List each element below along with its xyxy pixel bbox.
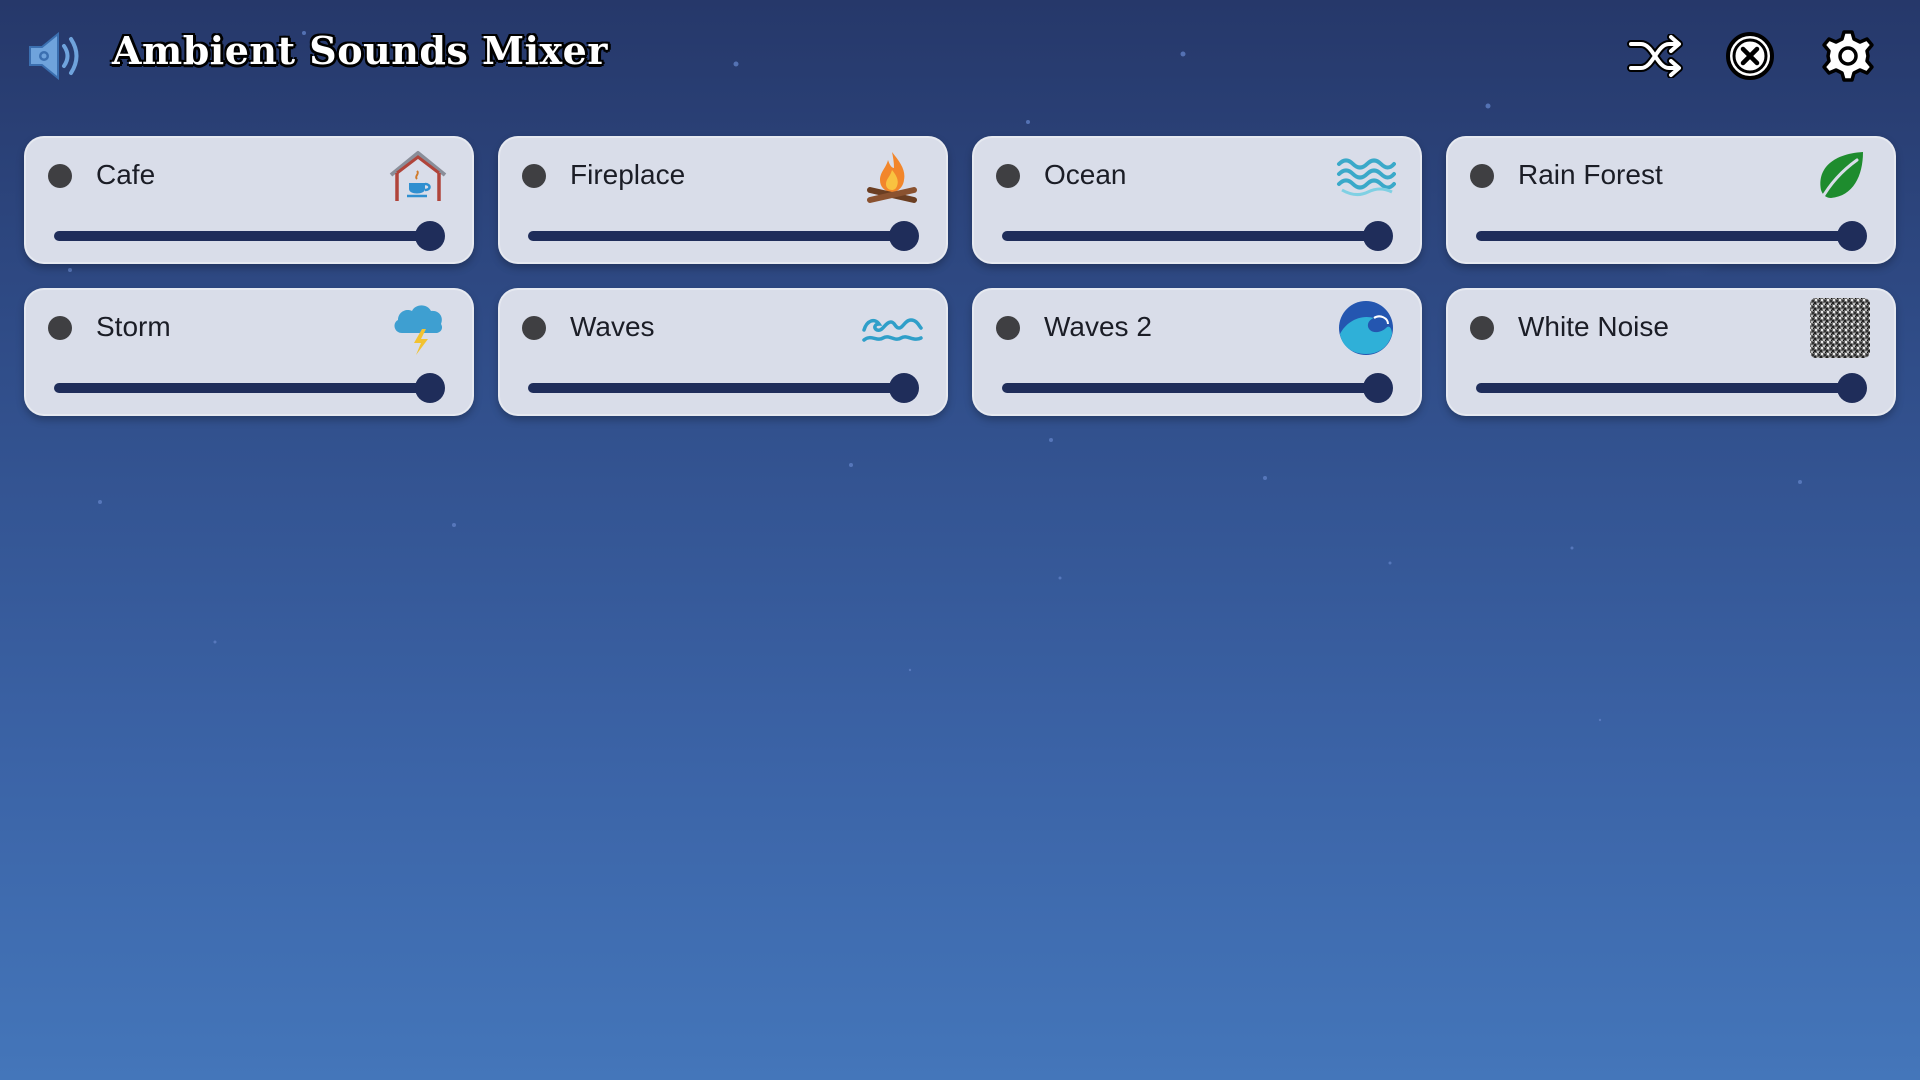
- sound-label: Cafe: [96, 159, 156, 190]
- slider-thumb[interactable]: [415, 373, 445, 403]
- sound-card-white-noise[interactable]: White Noise: [1446, 288, 1896, 416]
- volume-slider[interactable]: [1002, 373, 1393, 403]
- slider-thumb[interactable]: [1363, 221, 1393, 251]
- shuffle-button[interactable]: [1626, 28, 1686, 84]
- active-indicator[interactable]: [48, 164, 72, 188]
- sound-card-waves-2[interactable]: Waves 2: [972, 288, 1422, 416]
- slider-track: [528, 383, 904, 393]
- volume-slider[interactable]: [1476, 373, 1867, 403]
- settings-button[interactable]: [1818, 28, 1878, 84]
- slider-track: [1476, 231, 1852, 241]
- volume-slider[interactable]: [54, 221, 445, 251]
- volume-slider[interactable]: [1476, 221, 1867, 251]
- sound-card-ocean[interactable]: Ocean: [972, 136, 1422, 264]
- sound-label: Waves 2: [1044, 311, 1152, 342]
- slider-track: [1002, 383, 1378, 393]
- cafe-house-icon: [386, 146, 450, 206]
- sound-label: Fireplace: [570, 159, 686, 190]
- slider-track: [1002, 231, 1378, 241]
- active-indicator[interactable]: [996, 316, 1020, 340]
- app-header: Ambient Sounds Mixer: [0, 0, 1920, 112]
- volume-slider[interactable]: [528, 221, 919, 251]
- shuffle-icon: [1627, 34, 1683, 78]
- sound-card-rain-forest[interactable]: Rain Forest: [1446, 136, 1896, 264]
- sound-grid: Cafe Fireplace: [24, 136, 1896, 416]
- wave-circle-icon: [1334, 298, 1398, 358]
- sound-card-waves[interactable]: Waves: [498, 288, 948, 416]
- slider-thumb[interactable]: [889, 221, 919, 251]
- gear-icon: [1822, 30, 1874, 82]
- volume-slider[interactable]: [1002, 221, 1393, 251]
- slider-thumb[interactable]: [415, 221, 445, 251]
- campfire-icon: [860, 146, 924, 206]
- slider-thumb[interactable]: [1363, 373, 1393, 403]
- sound-label: Rain Forest: [1518, 159, 1663, 190]
- active-indicator[interactable]: [1470, 316, 1494, 340]
- sound-label: Storm: [96, 311, 171, 342]
- slider-track: [1476, 383, 1852, 393]
- slider-track: [528, 231, 904, 241]
- sound-label: Ocean: [1044, 159, 1127, 190]
- close-circle-icon: [1726, 32, 1774, 80]
- slider-thumb[interactable]: [889, 373, 919, 403]
- white-noise-icon: [1808, 298, 1872, 358]
- volume-slider[interactable]: [54, 373, 445, 403]
- ocean-waves-icon: [1334, 146, 1398, 206]
- close-button[interactable]: [1720, 28, 1780, 84]
- slider-track: [54, 231, 430, 241]
- app-title: Ambient Sounds Mixer: [112, 28, 608, 73]
- slider-thumb[interactable]: [1837, 221, 1867, 251]
- active-indicator[interactable]: [1470, 164, 1494, 188]
- sound-card-storm[interactable]: Storm: [24, 288, 474, 416]
- slider-track: [54, 383, 430, 393]
- active-indicator[interactable]: [996, 164, 1020, 188]
- waves-icon: [860, 298, 924, 358]
- active-indicator[interactable]: [522, 164, 546, 188]
- active-indicator[interactable]: [48, 316, 72, 340]
- speaker-icon: [26, 30, 84, 82]
- leaf-icon: [1808, 146, 1872, 206]
- sound-label: White Noise: [1518, 311, 1669, 342]
- sound-label: Waves: [570, 311, 655, 342]
- sound-card-cafe[interactable]: Cafe: [24, 136, 474, 264]
- slider-thumb[interactable]: [1837, 373, 1867, 403]
- sound-card-fireplace[interactable]: Fireplace: [498, 136, 948, 264]
- storm-cloud-icon: [386, 298, 450, 358]
- active-indicator[interactable]: [522, 316, 546, 340]
- volume-slider[interactable]: [528, 373, 919, 403]
